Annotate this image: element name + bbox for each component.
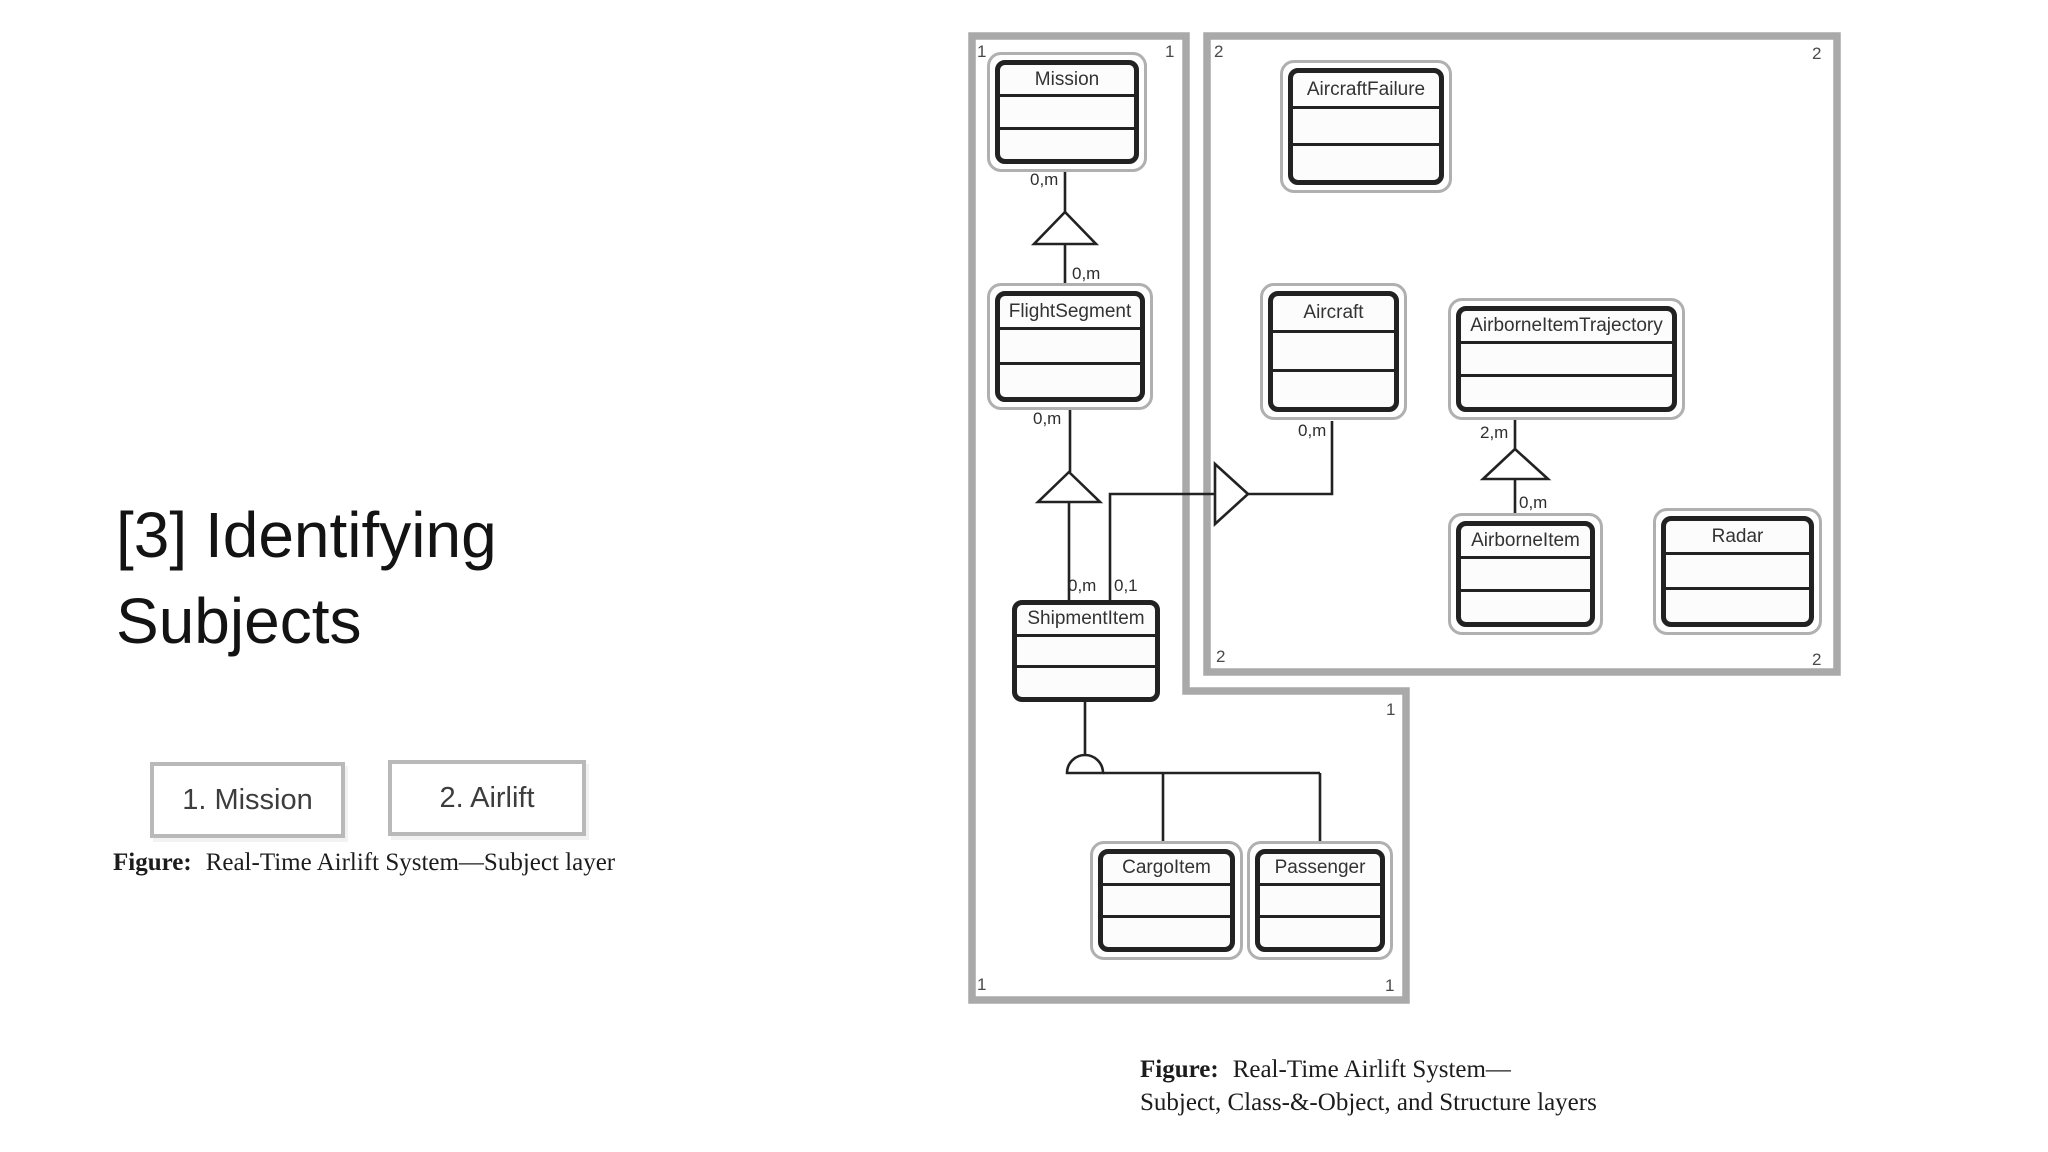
multiplicity-trajectory: 2,m (1480, 423, 1509, 442)
subject-chip-airlift-label: 2. Airlift (439, 781, 535, 814)
multiplicity-shipmentitem-right: 0,1 (1114, 576, 1138, 595)
class-box-airborneitem-title: AirborneItem (1461, 526, 1590, 559)
class-box-radar: Radar (1653, 508, 1822, 635)
subject-chip-airlift: 2. Airlift (388, 760, 586, 836)
figure-caption-prefix: Figure: (113, 849, 192, 876)
subject-1-number-ext-top-right: 1 (1386, 700, 1396, 719)
page-title-line2: Subjects (116, 585, 362, 657)
subject-1-number-bottom-left: 1 (977, 975, 987, 994)
multiplicity-flightsegment-bottom: 0,m (1033, 409, 1062, 428)
gen-spec-triangle-mission (1030, 210, 1100, 246)
figure-caption2-prefix: Figure: (1140, 1056, 1219, 1083)
connector-shipmentitem-aircraft (1108, 492, 1214, 601)
class-box-flightsegment-title: FlightSegment (1000, 296, 1140, 331)
connector-triangle-aircraft (1248, 421, 1334, 496)
class-box-mission: Mission (987, 52, 1147, 172)
class-box-cargoitem: CargoItem (1090, 841, 1243, 960)
subject-2-number-top-left: 2 (1214, 42, 1224, 61)
subject-1-number-top-right: 1 (1165, 42, 1175, 61)
multiplicity-flightsegment-top: 0,m (1072, 264, 1101, 283)
subject-1-number-bottom-right: 1 (1385, 976, 1395, 995)
class-box-aircraftfailure-title: AircraftFailure (1293, 73, 1439, 110)
class-box-passenger: Passenger (1247, 841, 1393, 960)
figure-caption-text: Real-Time Airlift System—Subject layer (205, 849, 616, 876)
multiplicity-aircraft: 0,m (1298, 421, 1327, 440)
figure-caption-structure-layers: Figure: Real-Time Airlift System— Subject… (1140, 1053, 1740, 1119)
subject-2-number-bottom-left: 2 (1216, 647, 1226, 666)
class-box-aircraft: Aircraft (1260, 283, 1407, 420)
class-box-airborneitemtrajectory-title: AirborneItemTrajectory (1461, 311, 1672, 344)
gen-spec-triangle-trajectory (1479, 447, 1552, 481)
subject-chip-mission: 1. Mission (150, 762, 345, 838)
figure-caption2-line2: Subject, Class-&-Object, and Structure l… (1140, 1089, 1597, 1116)
figure-caption-subject-layer: Figure: Real-Time Airlift System—Subject … (113, 849, 615, 877)
class-box-aircraftfailure: AircraftFailure (1280, 60, 1452, 193)
subject-chip-mission-label: 1. Mission (182, 783, 313, 816)
whole-part-semicircle (1065, 753, 1105, 775)
page-title: [3] Identifying Subjects (116, 492, 497, 664)
class-box-mission-title: Mission (1000, 65, 1134, 98)
subject-1-outline (968, 32, 1410, 1004)
class-box-passenger-title: Passenger (1260, 854, 1380, 886)
class-box-airborneitem: AirborneItem (1448, 513, 1603, 635)
page-title-line1: [3] Identifying (116, 499, 497, 571)
multiplicity-airborneitem: 0,m (1519, 493, 1548, 512)
figure-caption2-line1-wrap: Figure: Real-Time Airlift System— (1140, 1053, 1740, 1086)
multiplicity-mission: 0,m (1030, 170, 1059, 189)
gen-spec-triangle-flightsegment (1034, 470, 1104, 504)
class-box-aircraft-title: Aircraft (1273, 296, 1394, 334)
class-box-airborneitemtrajectory: AirborneItemTrajectory (1448, 298, 1685, 420)
figure-caption2-line1: Real-Time Airlift System— (1232, 1056, 1511, 1083)
right-pointing-triangle (1213, 461, 1250, 527)
multiplicity-shipmentitem-left: 0,m (1068, 576, 1097, 595)
class-box-cargoitem-title: CargoItem (1103, 854, 1230, 886)
subject-2-number-top-right: 2 (1812, 44, 1822, 63)
class-box-shipmentitem: ShipmentItem (1012, 600, 1160, 702)
subject-2-outline (1203, 32, 1841, 676)
subject-2-number-bottom-right: 2 (1812, 650, 1822, 669)
class-box-shipmentitem-title: ShipmentItem (1017, 605, 1155, 637)
class-box-radar-title: Radar (1666, 521, 1809, 556)
subject-1-number-top-left: 1 (977, 42, 987, 61)
class-box-flightsegment: FlightSegment (987, 283, 1153, 410)
